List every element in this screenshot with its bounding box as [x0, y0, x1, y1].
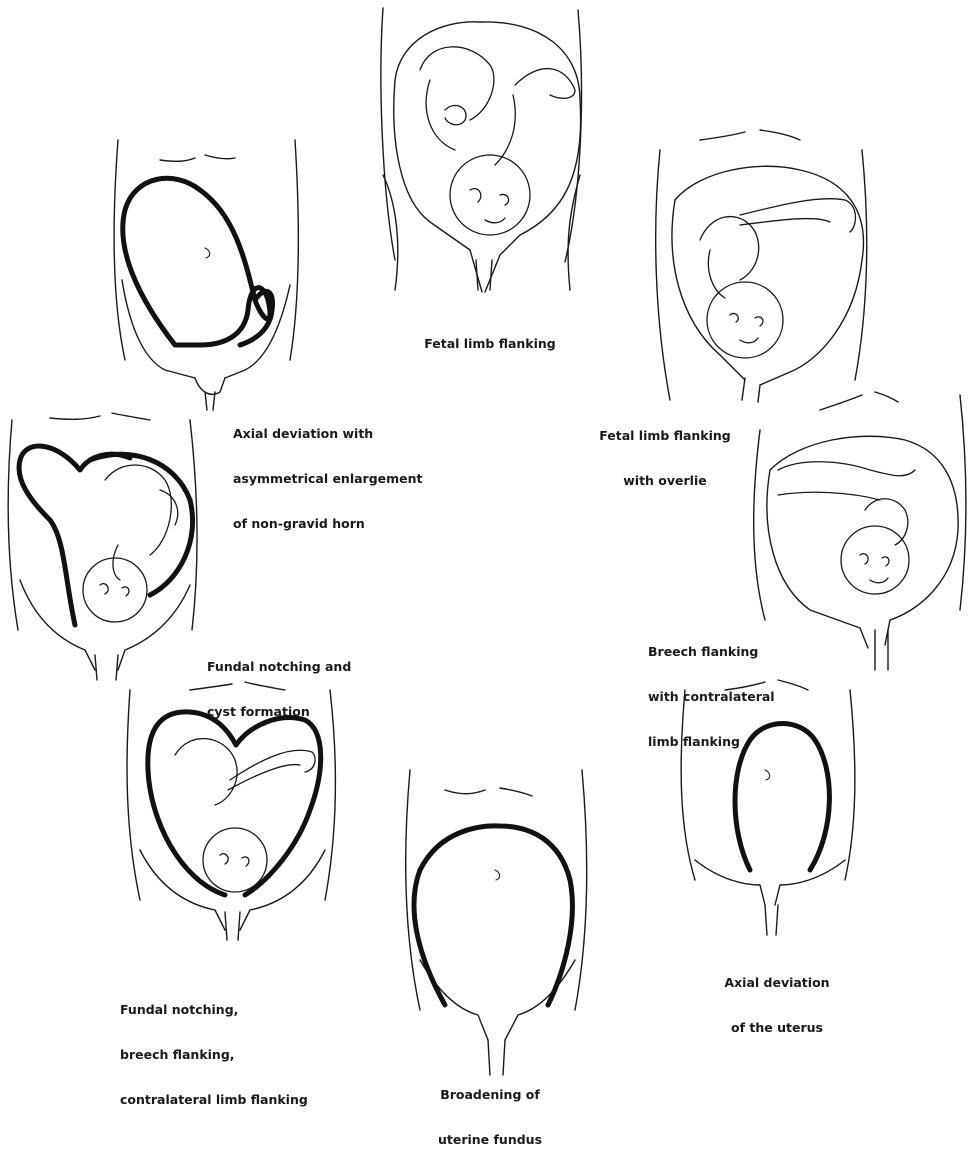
caption-line: Fundal notching, — [120, 1002, 308, 1017]
figure-fundal-notching-cyst — [8, 413, 197, 680]
caption-broadening-fundus: Broadening of uterine fundus — [430, 1057, 550, 1162]
caption-line: of non-gravid horn — [233, 516, 423, 531]
figure-breech-flanking-contralateral — [754, 392, 966, 670]
figure-fetal-limb-flanking-overlie — [656, 130, 867, 402]
figure-fetal-limb-flanking — [381, 8, 582, 292]
caption-breech-flanking-contralateral: Breech flanking with contralateral limb … — [648, 614, 775, 764]
caption-line: breech flanking, — [120, 1047, 308, 1062]
caption-line: of the uterus — [712, 1020, 842, 1035]
figure-axial-deviation-asymmetrical — [114, 140, 298, 410]
caption-line: Fetal limb flanking — [420, 336, 560, 351]
caption-line: asymmetrical enlargement — [233, 471, 423, 486]
caption-fundal-notching-cyst: Fundal notching and cyst formation — [207, 629, 351, 734]
caption-line: contralateral limb flanking — [120, 1092, 308, 1107]
caption-fundal-notching-breech: Fundal notching, breech flanking, contra… — [120, 972, 308, 1122]
caption-axial-deviation: Axial deviation of the uterus — [712, 945, 842, 1050]
caption-line: with overlie — [590, 473, 740, 488]
figure-broadening-fundus — [406, 770, 587, 1075]
caption-line: Fundal notching and — [207, 659, 351, 674]
diagram-canvas — [0, 0, 968, 1091]
caption-line: Fetal limb flanking — [590, 428, 740, 443]
caption-line: limb flanking — [648, 734, 775, 749]
caption-line: uterine fundus — [430, 1132, 550, 1147]
caption-fetal-limb-flanking: Fetal limb flanking — [420, 306, 560, 366]
caption-fetal-limb-flanking-overlie: Fetal limb flanking with overlie — [590, 398, 740, 503]
caption-line: with contralateral — [648, 689, 775, 704]
caption-line: Breech flanking — [648, 644, 775, 659]
caption-axial-deviation-asymmetrical: Axial deviation with asymmetrical enlarg… — [233, 396, 423, 546]
caption-line: Axial deviation — [712, 975, 842, 990]
caption-line: Axial deviation with — [233, 426, 423, 441]
caption-line: cyst formation — [207, 704, 351, 719]
caption-line: Broadening of — [430, 1087, 550, 1102]
